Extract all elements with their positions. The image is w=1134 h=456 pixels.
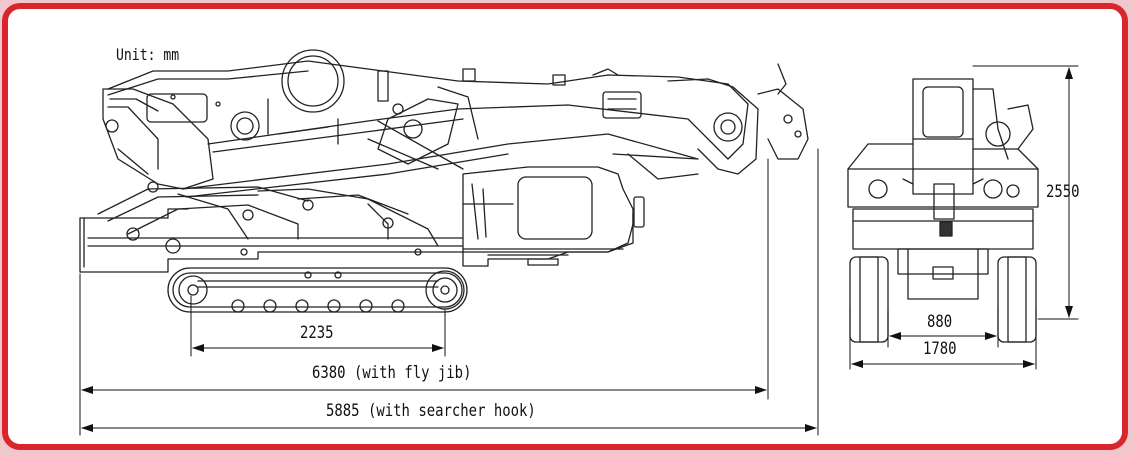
chassis xyxy=(79,208,634,273)
crane-drawing xyxy=(79,49,1079,436)
track-gauge-label: 880 xyxy=(927,312,953,332)
main-boom xyxy=(107,49,749,198)
boom-head xyxy=(592,63,809,180)
height-label: 2550 xyxy=(1046,182,1080,202)
cab xyxy=(462,166,645,253)
outriggers xyxy=(97,186,439,256)
overall-width-label: 1780 xyxy=(923,339,957,359)
searcher-hook-length-label: 5885 (with searcher hook) xyxy=(326,401,536,421)
front-body xyxy=(847,78,1039,250)
track-length-label: 2235 xyxy=(300,323,334,343)
crawler-track xyxy=(167,267,468,313)
boom-fittings xyxy=(170,68,566,145)
diagram-frame: Unit: mm 2235 6380 (with fly jib) 5885 (… xyxy=(2,3,1128,450)
fly-jib-length-label: 6380 (with fly jib) xyxy=(312,363,472,383)
dimension-lines xyxy=(79,65,1079,436)
unit-label: Unit: mm xyxy=(116,45,180,64)
side-view xyxy=(79,49,809,313)
front-view xyxy=(847,78,1039,343)
turret xyxy=(102,88,214,193)
front-legs xyxy=(849,248,1037,343)
